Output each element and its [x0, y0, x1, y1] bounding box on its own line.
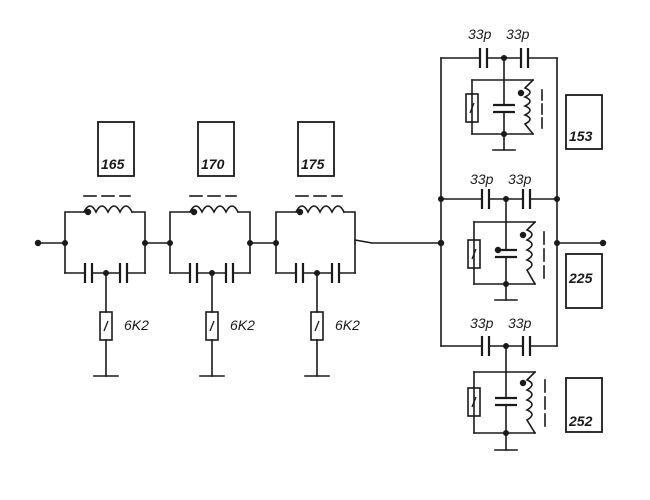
- output-stage-3: 33p 33p 252: [440, 315, 603, 451]
- input-wire: [34, 239, 66, 247]
- freq-box-out-2: [565, 253, 603, 309]
- cap-label-3b: 33p: [508, 315, 532, 331]
- resistor-label-3: 6K2: [335, 317, 360, 333]
- freq-box-out-3: [565, 377, 603, 433]
- freq-box-1: [97, 121, 135, 177]
- output-stage-1: 33p 33p 153: [440, 26, 603, 151]
- cap-label-2a: 33p: [470, 171, 494, 187]
- freq-label-1: 165: [101, 156, 125, 172]
- resistor-label-1: 6K2: [124, 317, 149, 333]
- freq-label-out-3: 252: [568, 413, 593, 429]
- freq-label-3: 175: [301, 156, 325, 172]
- filter-stage-2: 170 6K2: [167, 121, 255, 377]
- freq-label-out-1: 153: [569, 128, 593, 144]
- freq-label-out-2: 225: [568, 270, 593, 286]
- freq-box-out-1: [565, 94, 603, 150]
- resistor-label-2: 6K2: [230, 317, 255, 333]
- coil-2: [188, 205, 240, 214]
- coil-3: [294, 205, 346, 214]
- freq-box-3: [297, 121, 335, 177]
- output-network-frame: [438, 57, 607, 347]
- cap-label-3a: 33p: [470, 315, 494, 331]
- cap-label-2b: 33p: [508, 171, 532, 187]
- filter-stage-1: 165 6K2: [62, 121, 149, 377]
- cap-label-1a: 33p: [468, 26, 492, 42]
- freq-label-2: 170: [201, 156, 225, 172]
- coil-1: [82, 205, 134, 214]
- output-stage-2: 33p 33p 225: [440, 171, 603, 309]
- cap-label-1b: 33p: [506, 26, 530, 42]
- filter-stage-3: 175 6K2: [273, 121, 360, 377]
- freq-box-2: [197, 121, 235, 177]
